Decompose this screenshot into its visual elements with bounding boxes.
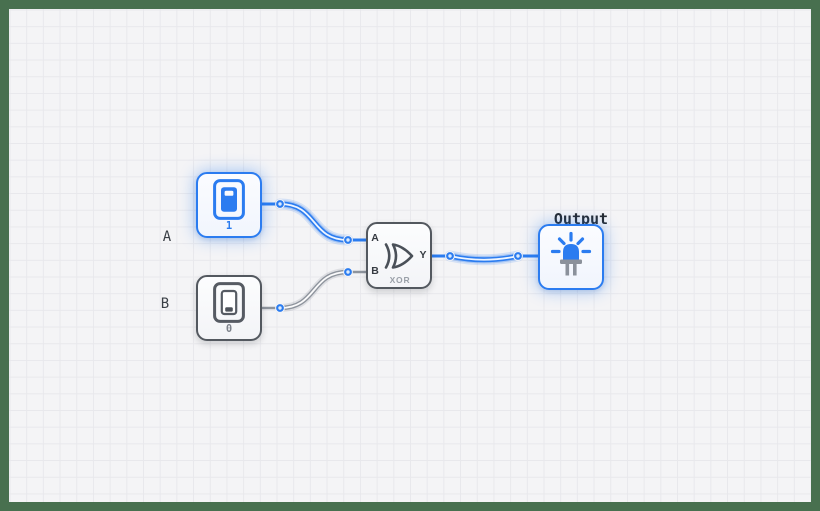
output-node-title: Output (553, 210, 609, 228)
switch-node-b[interactable]: 0 (196, 275, 262, 341)
canvas-label-a: A (162, 229, 172, 245)
canvas-label-b: B (160, 296, 170, 312)
toggle-switch-on-icon[interactable] (213, 178, 245, 220)
xor-gate-icon (384, 243, 414, 269)
switch-a-value: 1 (225, 219, 233, 232)
led-output-node[interactable] (538, 224, 604, 290)
xor-gate-node[interactable]: A B Y XOR (366, 222, 432, 289)
led-rays (550, 231, 592, 254)
toggle-switch-off-icon[interactable] (213, 281, 245, 323)
switch-node-a[interactable]: 1 (196, 172, 262, 238)
xor-gate-type-label: XOR (389, 275, 411, 285)
switch-b-value: 0 (225, 322, 233, 335)
xor-port-y-label: Y (419, 248, 427, 261)
led-lit-icon (550, 231, 592, 276)
xor-port-b-label: B (371, 265, 379, 277)
xor-port-a-label: A (371, 232, 379, 244)
